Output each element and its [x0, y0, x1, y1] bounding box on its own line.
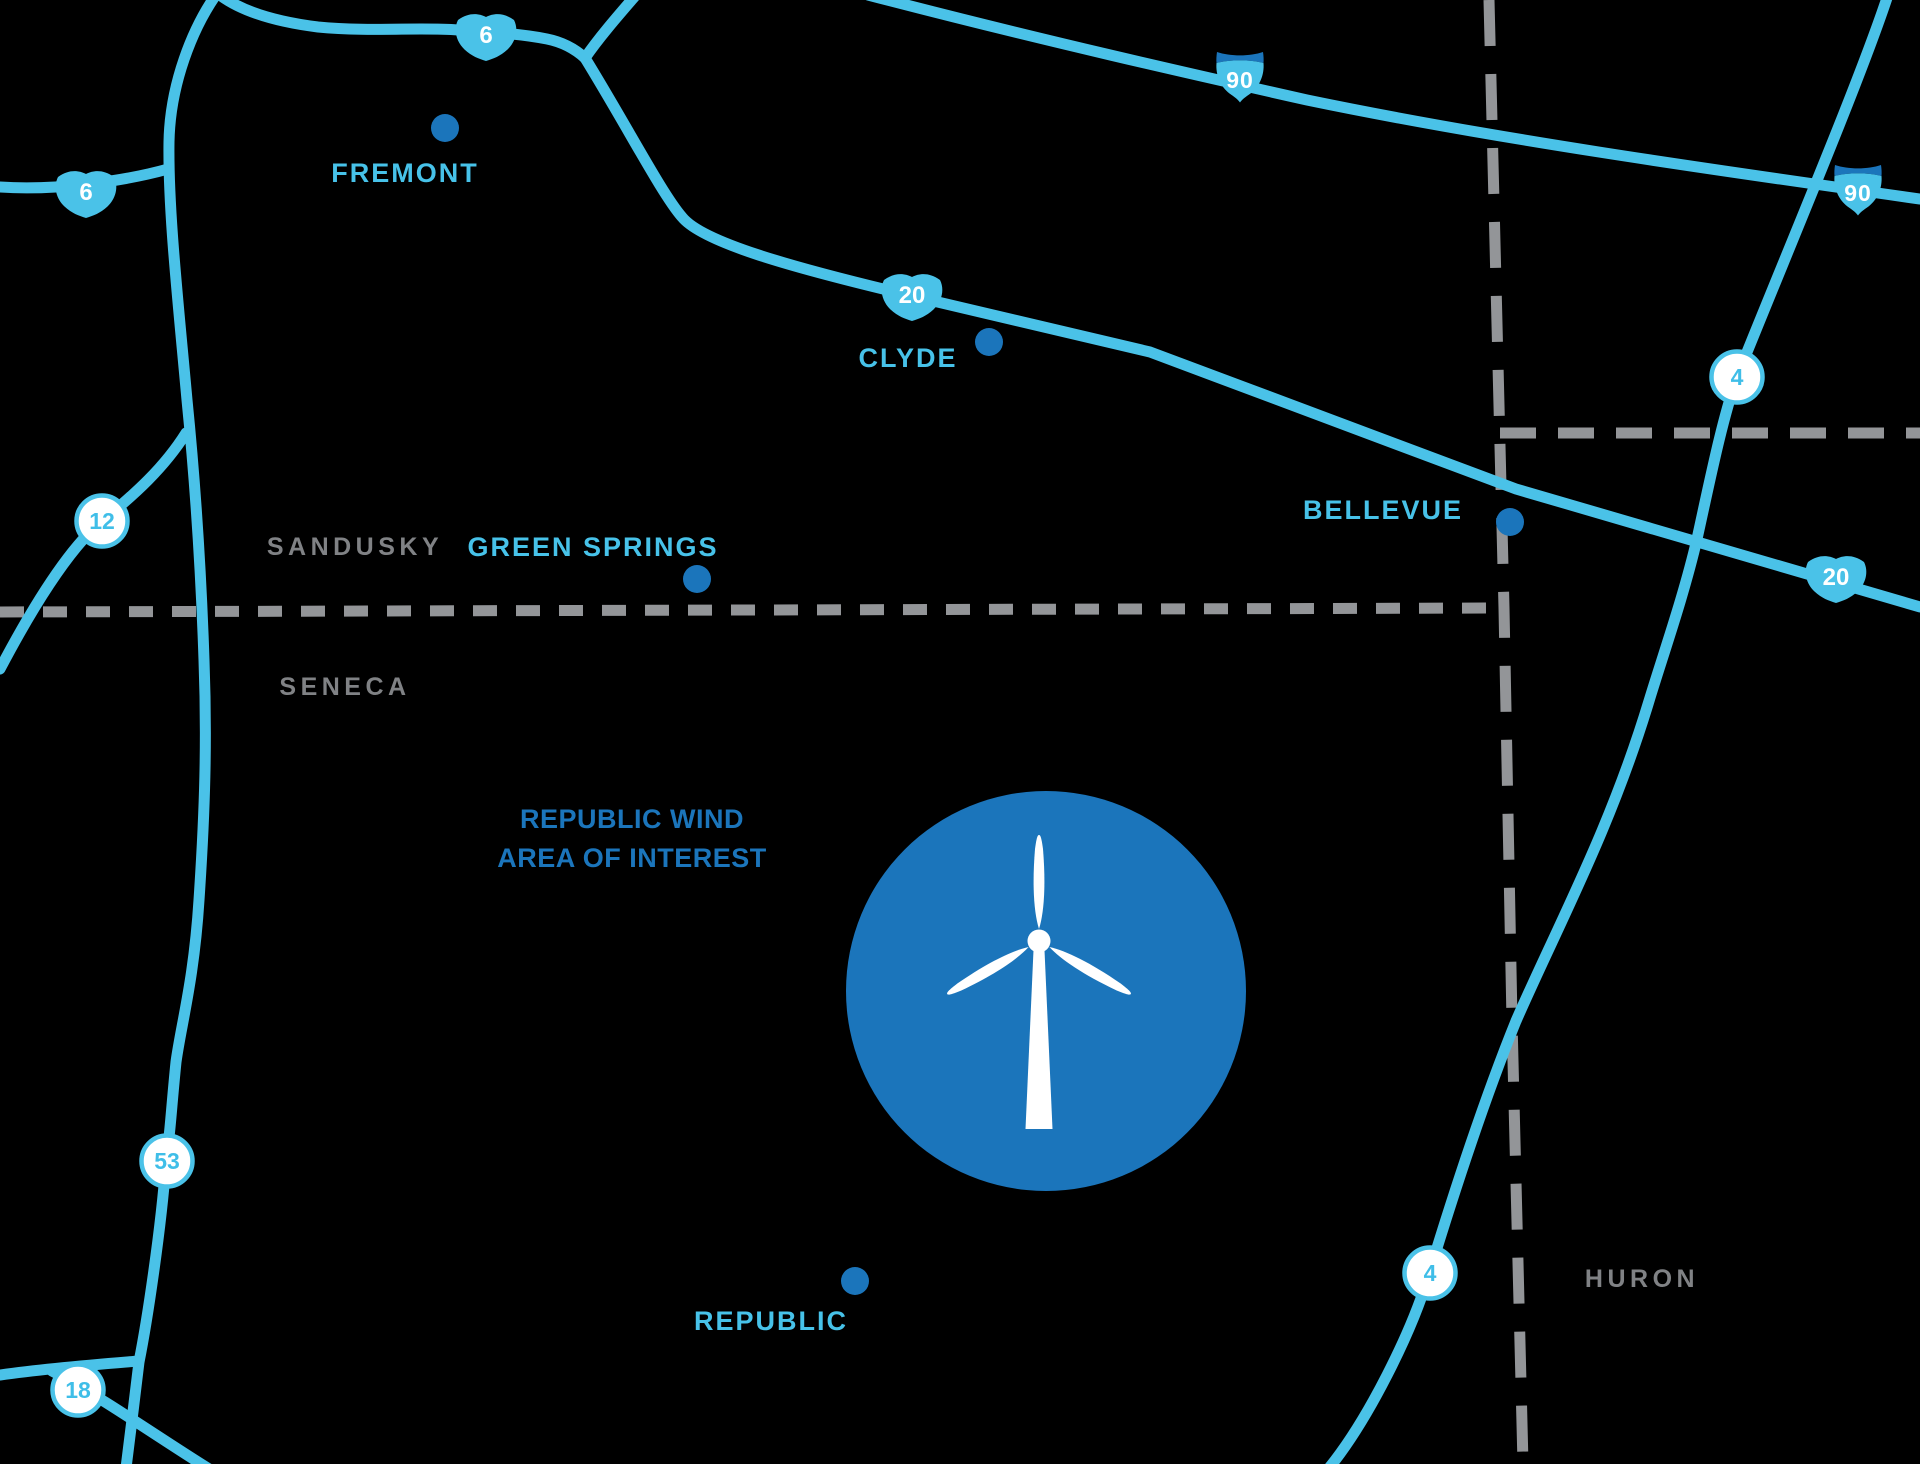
state-route-4-marker-south: 4 — [1402, 1245, 1458, 1301]
svg-text:90: 90 — [1844, 180, 1872, 206]
svg-text:6: 6 — [79, 179, 92, 206]
road-us-20 — [579, 52, 1920, 613]
us-route-20-shield-east: 20 — [1805, 556, 1867, 603]
road-us-6-east — [217, 0, 591, 64]
county-boundary-vertical — [1483, 0, 1529, 1464]
county-label-huron: HURON — [1585, 1265, 1699, 1293]
state-route-12-marker: 12 — [74, 493, 130, 549]
area-of-interest-label-line2: AREA OF INTEREST — [497, 843, 767, 873]
svg-text:20: 20 — [899, 282, 926, 309]
interstate-90-shield-west: 90 — [1216, 52, 1264, 103]
svg-text:12: 12 — [89, 508, 115, 534]
svg-text:4: 4 — [1731, 364, 1744, 390]
city-dot-green-springs — [683, 565, 711, 593]
svg-text:53: 53 — [154, 1148, 180, 1174]
road-interstate-90 — [865, 0, 1920, 205]
road-us-6-branch-north — [579, 0, 639, 64]
city-label-republic: REPUBLIC — [694, 1306, 848, 1336]
svg-text:6: 6 — [479, 22, 492, 49]
road-state-route-12 — [0, 427, 192, 675]
county-label-sandusky: SANDUSKY — [267, 533, 443, 561]
us-route-6-shield-north: 6 — [455, 14, 517, 61]
state-route-4-marker-north: 4 — [1709, 349, 1765, 405]
wind-turbine-icon — [947, 835, 1131, 1129]
wind-area-circle — [846, 791, 1246, 1191]
us-route-6-shield-west: 6 — [55, 171, 117, 218]
city-label-fremont: FREMONT — [331, 158, 478, 188]
area-of-interest-label-line1: REPUBLIC WIND — [520, 804, 744, 834]
road-state-route-53 — [120, 0, 220, 1464]
svg-text:18: 18 — [65, 1377, 91, 1403]
city-label-clyde: CLYDE — [858, 343, 957, 373]
city-dot-fremont — [431, 114, 459, 142]
city-dot-bellevue — [1496, 508, 1524, 536]
city-dot-clyde — [975, 328, 1003, 356]
svg-text:20: 20 — [1823, 564, 1850, 591]
county-boundary-horizontal-west — [0, 602, 1505, 618]
city-label-green-springs: GREEN SPRINGS — [467, 532, 718, 562]
us-route-20-shield-west: 20 — [881, 274, 943, 321]
state-route-53-marker: 53 — [139, 1133, 195, 1189]
interstate-90-shield-east: 90 — [1834, 165, 1882, 216]
city-dot-republic — [841, 1267, 869, 1295]
svg-text:90: 90 — [1226, 67, 1254, 93]
state-route-18-marker: 18 — [50, 1362, 106, 1418]
svg-text:4: 4 — [1424, 1260, 1437, 1286]
county-label-seneca: SENECA — [279, 673, 410, 701]
road-state-route-4 — [1325, 0, 1893, 1464]
city-label-bellevue: BELLEVUE — [1303, 495, 1463, 525]
